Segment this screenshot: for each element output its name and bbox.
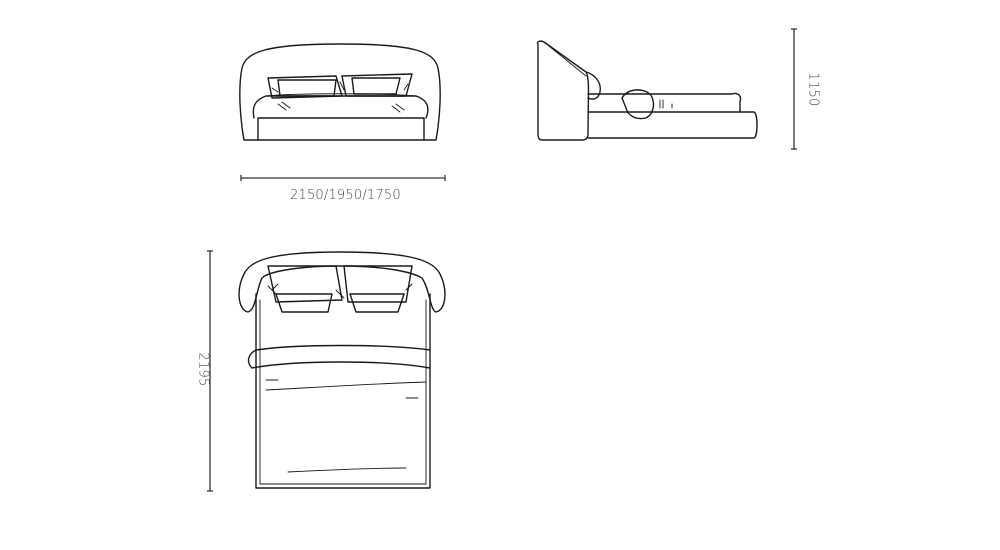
side-view [532,38,762,144]
top-view [236,250,448,494]
length-dimension-line [206,250,214,492]
height-dimension-label: 1150 [805,72,821,107]
width-dimension-label: 2150/1950/1750 [290,188,401,203]
height-dimension-line [790,28,798,150]
side-view-drawing [536,40,758,141]
front-view-drawing [239,43,441,141]
length-dimension-label: 2195 [195,352,211,387]
top-view-drawing [238,251,446,489]
front-view [236,38,446,148]
width-dimension-line [240,174,446,182]
